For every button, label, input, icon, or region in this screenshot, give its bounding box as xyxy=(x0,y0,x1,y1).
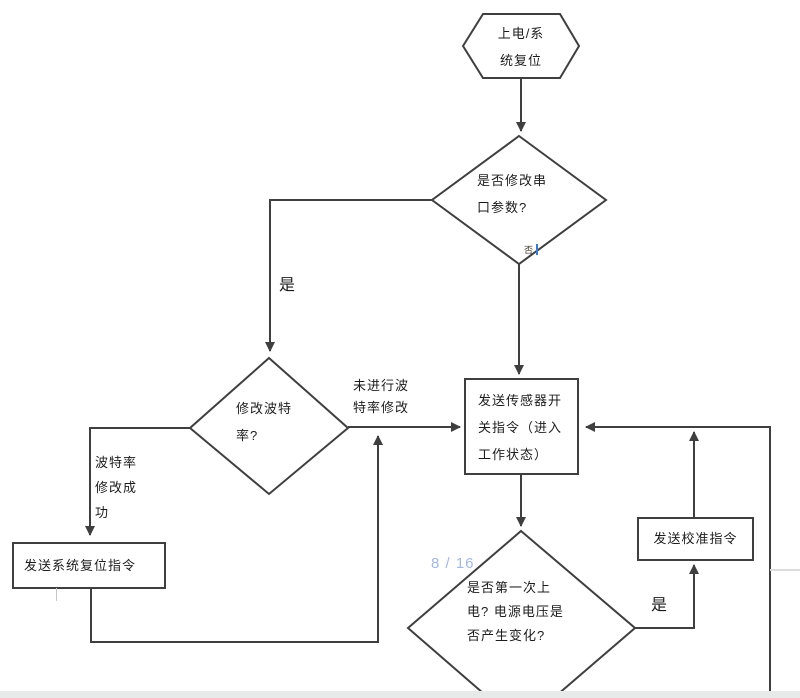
tiny-branch-mark: 否 xyxy=(524,245,534,255)
edge-label-baud-success: 波特率 修改成 功 xyxy=(95,455,138,520)
send-calibration-label: 发送校准指令 xyxy=(653,531,738,546)
send-reset-label: 发送系统复位指令 xyxy=(24,558,137,573)
edge-label-serial-yes: 是 xyxy=(279,277,296,294)
text-caret[interactable] xyxy=(536,244,538,255)
page-number-watermark: 8 / 16 xyxy=(431,555,475,572)
edge-label-calibration-yes: 是 xyxy=(651,597,668,614)
edge-baud-success xyxy=(85,427,190,536)
edge-calibration-yes xyxy=(635,564,699,629)
edge-return-to-sensor xyxy=(585,422,771,691)
send-calibration-shape xyxy=(637,517,754,561)
edge-reset-loop xyxy=(90,435,383,643)
edge-label-no-baud-change: 未进行波 特率修改 xyxy=(353,378,410,415)
edge-serial-yes xyxy=(265,199,432,352)
decision-serial-label: 是否修改串 口参数? xyxy=(477,173,548,215)
decision-first-power-label: 是否第一次上 电? 电源电压是 否产生变化? xyxy=(467,580,564,643)
decision-baud-label: 修改波特 率? xyxy=(236,401,293,443)
decision-baud-shape xyxy=(188,356,350,496)
start-hexagon-shape xyxy=(461,13,581,79)
send-reset-shape xyxy=(12,542,166,589)
page-bottom-edge xyxy=(0,691,800,698)
send-sensor-label: 发送传感器开 关指令（进入 工作状态） xyxy=(478,393,563,462)
start-node-label: 上电/系 统复位 xyxy=(497,26,545,68)
cursor-tick xyxy=(56,588,57,601)
decision-first-power-shape xyxy=(406,529,637,698)
